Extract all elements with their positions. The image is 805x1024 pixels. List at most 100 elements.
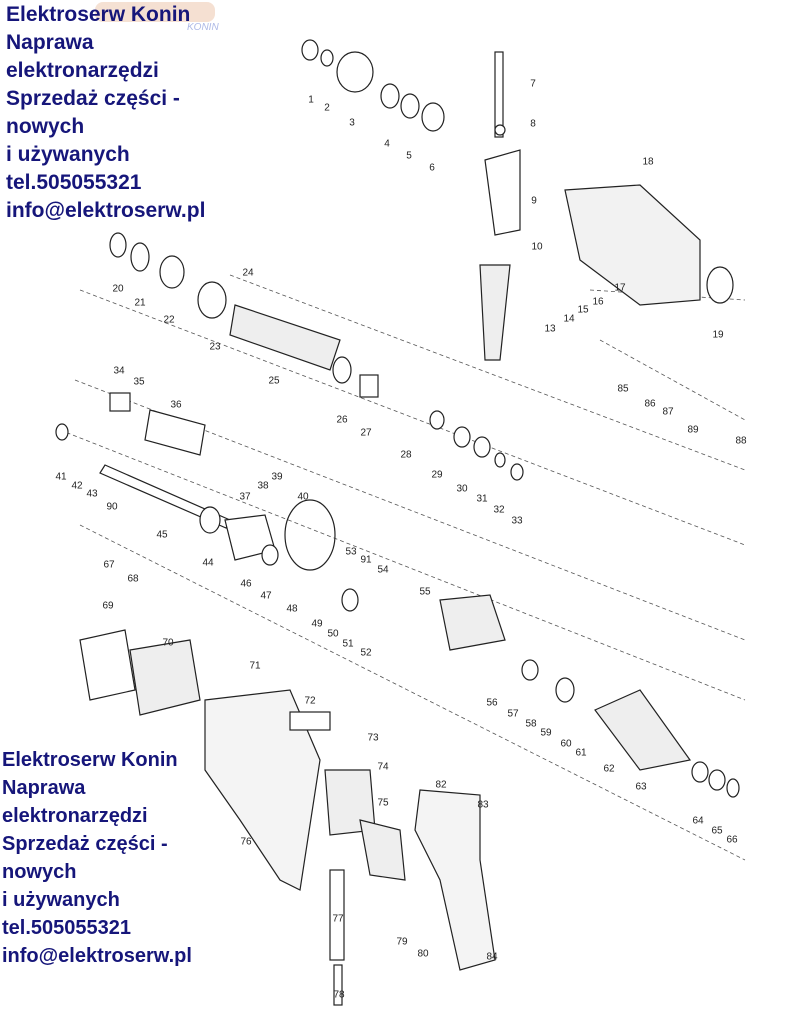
part-number-label: 26 (336, 414, 348, 426)
part-number-label: 30 (456, 483, 468, 495)
email: info@elektroserw.pl (2, 945, 192, 967)
part-number-label: 39 (271, 471, 283, 483)
part-number-label: 82 (435, 779, 447, 791)
service-line-1: Naprawa (6, 31, 94, 54)
part-number-label: 70 (162, 637, 174, 649)
part-number-label: 37 (239, 491, 251, 503)
part-number-label: 33 (511, 515, 523, 527)
part-number-label: 57 (507, 708, 519, 720)
part-number-label: 7 (530, 78, 536, 90)
email: info@elektroserw.pl (6, 199, 206, 222)
part-number-label: 16 (592, 296, 604, 308)
service-line-3: Sprzedaż części - (2, 833, 168, 855)
phone: tel.505055321 (2, 917, 132, 939)
service-line-5: i używanych (6, 143, 130, 166)
part-number-label: 13 (544, 323, 556, 335)
part-number-label: 2 (324, 102, 330, 114)
company-name: Elektroserw Konin (6, 3, 191, 26)
part-number-label: 60 (560, 738, 572, 750)
part-number-label: 10 (531, 241, 543, 253)
part-number-label: 29 (431, 469, 443, 481)
part-number-label: 49 (311, 618, 323, 630)
watermark-logo: KONIN (95, 2, 219, 33)
part-number-label: 34 (113, 365, 125, 377)
part-number-label: 5 (406, 150, 412, 162)
part-number-label: 83 (477, 799, 489, 811)
part-number-label: 91 (360, 554, 372, 566)
part-number-label: 65 (711, 825, 723, 837)
part-number-label: 27 (360, 427, 372, 439)
part-number-label: 17 (614, 282, 626, 294)
part-number-label: 1 (308, 94, 314, 106)
part-number-label: 45 (156, 529, 168, 541)
part-number-label: 53 (345, 546, 357, 558)
part-number-label: 72 (304, 695, 316, 707)
part-number-label: 32 (493, 504, 505, 516)
part-number-label: 47 (260, 590, 272, 602)
part-number-label: 76 (240, 836, 252, 848)
part-number-label: 77 (332, 913, 344, 925)
promo-text-bottom: Elektroserw Konin Naprawa elektronarzędz… (2, 746, 192, 970)
part-number-label: 28 (400, 449, 412, 461)
part-number-label: 55 (419, 586, 431, 598)
part-number-label: 22 (163, 314, 175, 326)
part-number-label: 24 (242, 267, 254, 279)
part-number-label: 3 (349, 117, 355, 129)
part-number-label: 48 (286, 603, 298, 615)
part-number-label: 86 (644, 398, 656, 410)
part-number-label: 61 (575, 747, 587, 759)
parts-drawings (55, 39, 740, 1006)
part-number-label: 90 (106, 501, 118, 513)
service-line-5: i używanych (2, 889, 120, 911)
part-number-label: 8 (530, 118, 536, 130)
service-line-2: elektronarzędzi (2, 805, 148, 827)
part-number-label: 62 (603, 763, 615, 775)
part-number-label: 78 (333, 989, 345, 1001)
part-number-label: 80 (417, 948, 429, 960)
part-number-label: 56 (486, 697, 498, 709)
service-line-4: nowych (2, 861, 77, 883)
phone: tel.505055321 (6, 171, 142, 194)
part-number-label: 23 (209, 341, 221, 353)
part-number-label: 38 (257, 480, 269, 492)
part-number-label: 42 (71, 480, 83, 492)
part-number-label: 68 (127, 573, 139, 585)
part-number-label: 50 (327, 628, 339, 640)
part-number-label: 69 (102, 600, 114, 612)
part-number-label: 18 (642, 156, 654, 168)
service-line-2: elektronarzędzi (6, 59, 159, 82)
part-number-label: 4 (384, 138, 390, 150)
part-number-label: 84 (486, 951, 498, 963)
part-number-label: 36 (170, 399, 182, 411)
part-number-label: 58 (525, 718, 537, 730)
part-number-label: 75 (377, 797, 389, 809)
part-number-label: 64 (692, 815, 704, 827)
promo-text-top: Elektroserw Konin Naprawa elektronarzędz… (6, 1, 205, 225)
part-number-label: 73 (367, 732, 379, 744)
part-number-label: 46 (240, 578, 252, 590)
part-number-label: 67 (103, 559, 115, 571)
part-number-label: 44 (202, 557, 214, 569)
service-line-4: nowych (6, 115, 85, 138)
part-number-label: 25 (268, 375, 280, 387)
part-number-label: 31 (476, 493, 488, 505)
part-number-label: 9 (531, 195, 537, 207)
part-number-label: 14 (563, 313, 575, 325)
company-name: Elektroserw Konin (2, 749, 178, 771)
part-number-label: 54 (377, 564, 389, 576)
part-number-label: 19 (712, 329, 724, 341)
service-line-3: Sprzedaż części - (6, 87, 180, 110)
part-number-label: 52 (360, 647, 372, 659)
watermark-logo-text: KONIN (187, 22, 219, 33)
part-number-label: 66 (726, 834, 738, 846)
part-number-label: 88 (735, 435, 747, 447)
part-number-label: 6 (429, 162, 435, 174)
part-number-label: 40 (297, 491, 309, 503)
part-number-label: 87 (662, 406, 674, 418)
part-number-label: 79 (396, 936, 408, 948)
part-number-label: 35 (133, 376, 145, 388)
part-number-label: 51 (342, 638, 354, 650)
part-number-label: 43 (86, 488, 98, 500)
part-number-label: 59 (540, 727, 552, 739)
